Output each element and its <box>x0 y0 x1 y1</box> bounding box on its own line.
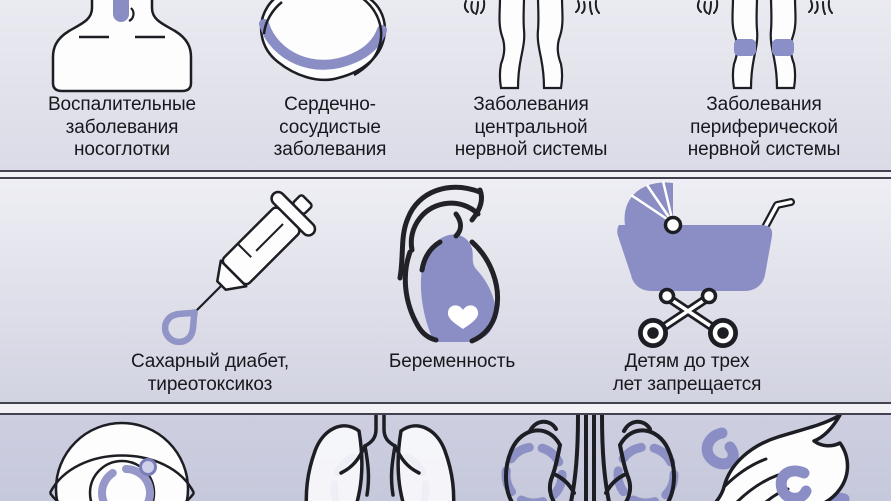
kidneys-icon <box>501 415 679 501</box>
item-children: Детям до трех лет запрещается <box>577 179 797 402</box>
syringe-icon <box>161 190 317 346</box>
pregnant-woman-icon <box>397 184 501 344</box>
body-cns-icon <box>463 0 600 90</box>
lungs-icon <box>304 415 456 501</box>
item-lungs <box>295 415 465 501</box>
stroller-icon <box>617 181 795 348</box>
item-pregnancy: Беременность <box>342 179 562 402</box>
item-label: Детям до трех лет запрещается <box>612 351 762 395</box>
item-label: Заболевания центральной нервной системы <box>454 94 608 160</box>
throat-icon <box>51 0 193 93</box>
heart-icon <box>259 0 387 82</box>
hand-icon <box>701 415 850 501</box>
section-divider <box>0 402 891 415</box>
item-kidneys <box>490 415 690 501</box>
item-nasopharynx: Воспалительные заболевания носоглотки <box>12 0 232 172</box>
item-label: Воспалительные заболевания носоглотки <box>47 94 197 160</box>
section-divider <box>0 170 891 179</box>
body-pns-icon <box>696 0 833 90</box>
item-cardiovascular: Сердечно- сосудистые заболевания <box>230 0 430 172</box>
item-label: Заболевания периферической нервной систе… <box>687 94 841 160</box>
item-label: Сердечно- сосудистые заболевания <box>273 94 387 160</box>
item-label: Сахарный диабет, тиреотоксикоз <box>130 351 290 395</box>
item-eye <box>40 415 205 501</box>
item-cns: Заболевания центральной нервной системы <box>421 0 641 172</box>
eye-icon <box>48 421 196 501</box>
item-hand <box>692 415 891 501</box>
item-label: Беременность <box>388 351 516 372</box>
item-diabetes: Сахарный диабет, тиреотоксикоз <box>100 179 320 402</box>
item-pns: Заболевания периферической нервной систе… <box>654 0 874 172</box>
